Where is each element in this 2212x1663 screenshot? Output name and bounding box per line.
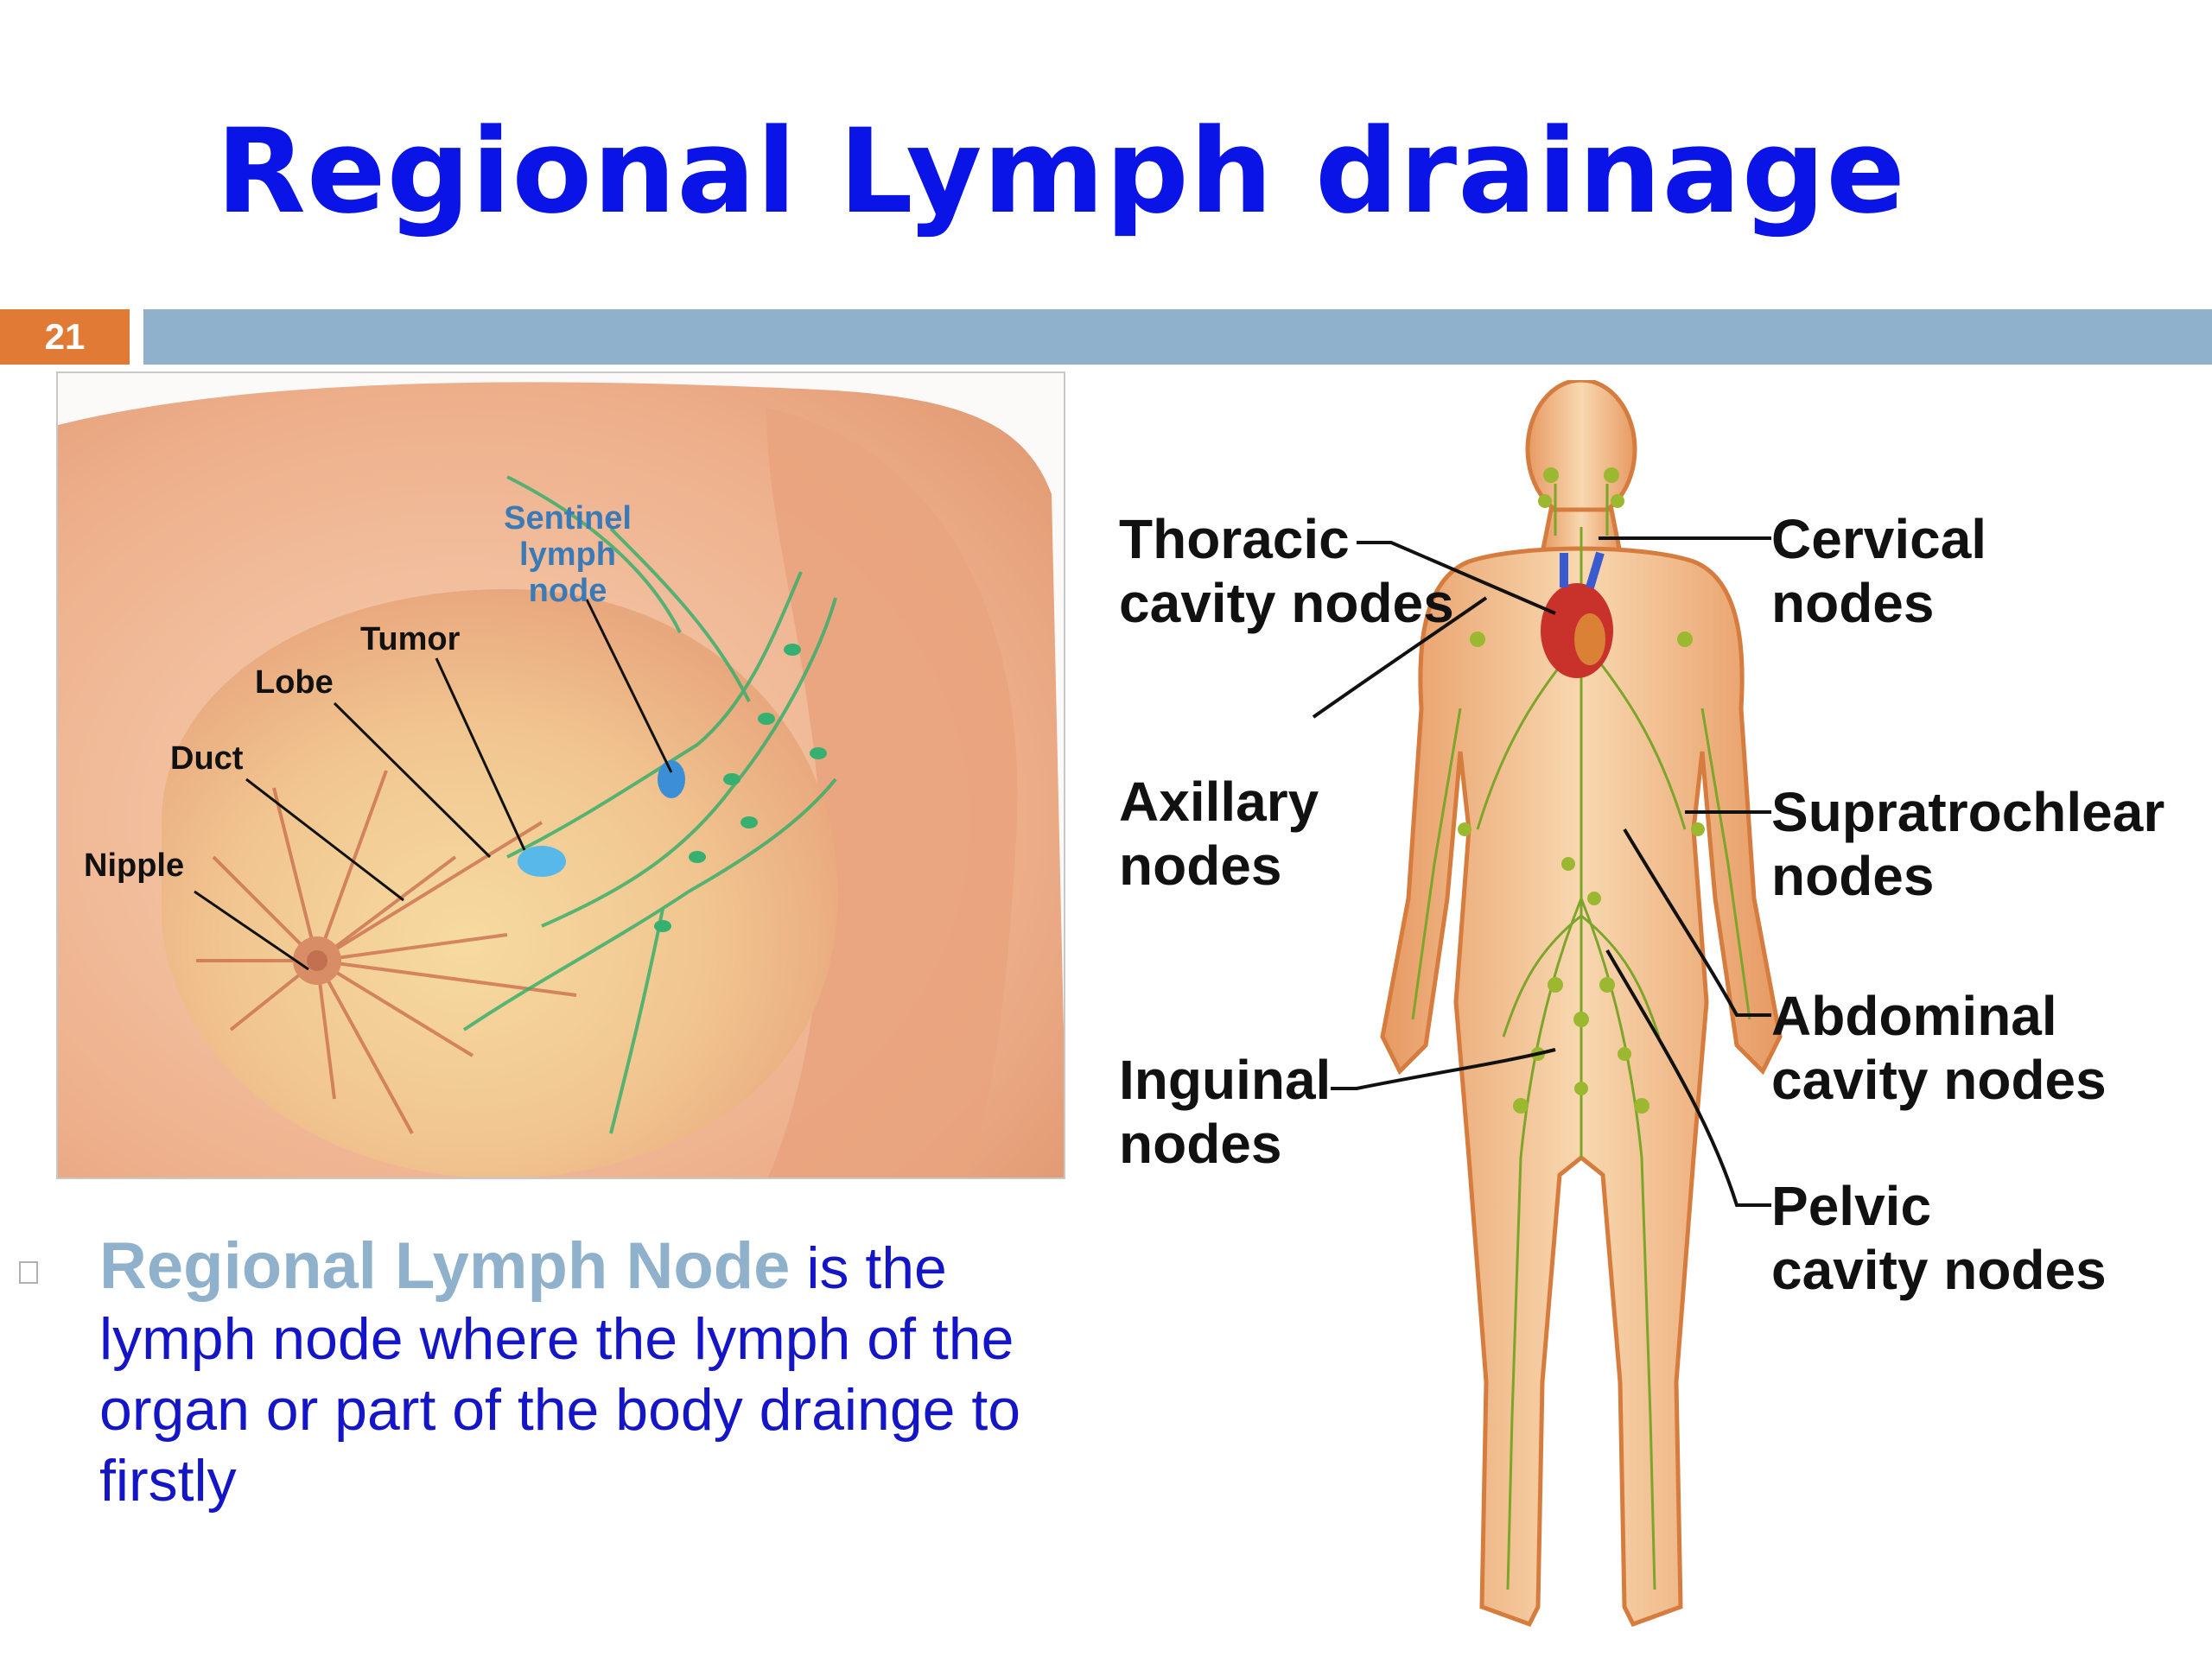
caption-rest: lymph node where the lymph of the organ … <box>99 1306 1021 1514</box>
label-inguinal-1: Inguinal <box>1119 1049 1331 1111</box>
label-thoracic-1: Thoracic <box>1119 508 1350 570</box>
caption-term: Regional Lymph Node <box>99 1229 791 1303</box>
label-nipple: Nipple <box>84 847 184 884</box>
label-inguinal-2: nodes <box>1119 1113 1281 1175</box>
label-cervical-1: Cervical <box>1771 508 1986 570</box>
label-duct: Duct <box>170 740 244 777</box>
label-supratrochlear-1: Supratrochlear <box>1771 781 2164 843</box>
label-axillary-1: Axillary <box>1119 771 1319 833</box>
bullet-icon <box>19 1261 38 1284</box>
caption-text: Regional Lymph Node is the lymph node wh… <box>99 1231 1050 1516</box>
label-supratrochlear-2: nodes <box>1771 845 1934 907</box>
breast-illustration: Sentinel lymph node Tumor Lobe Duct Nipp… <box>56 371 1065 1179</box>
label-tumor: Tumor <box>360 621 461 657</box>
caption-rest-line1: is the <box>790 1235 947 1301</box>
label-cervical-2: nodes <box>1771 572 1934 634</box>
label-sentinel-1: Sentinel <box>504 500 632 536</box>
body-drawing: Thoracic cavity nodes Cervical nodes Axi… <box>1119 378 2164 1628</box>
label-sentinel-2: lymph <box>519 536 616 573</box>
label-lobe: Lobe <box>255 664 334 701</box>
label-thoracic-2: cavity nodes <box>1119 572 1454 634</box>
slide-title: Regional Lymph drainage <box>216 104 1906 239</box>
breast-drawing: Sentinel lymph node Tumor Lobe Duct Nipp… <box>58 373 1064 1177</box>
header-bar <box>143 309 2212 365</box>
label-pelvic-2: cavity nodes <box>1771 1239 2107 1301</box>
label-sentinel-3: node <box>529 573 607 609</box>
lymph-body-diagram: Thoracic cavity nodes Cervical nodes Axi… <box>1071 378 2212 1659</box>
label-abdominal-1: Abdominal <box>1771 985 2057 1047</box>
slide-number: 21 <box>0 309 130 365</box>
label-axillary-2: nodes <box>1119 835 1281 897</box>
label-pelvic-1: Pelvic <box>1771 1175 1931 1237</box>
label-abdominal-2: cavity nodes <box>1771 1049 2107 1111</box>
